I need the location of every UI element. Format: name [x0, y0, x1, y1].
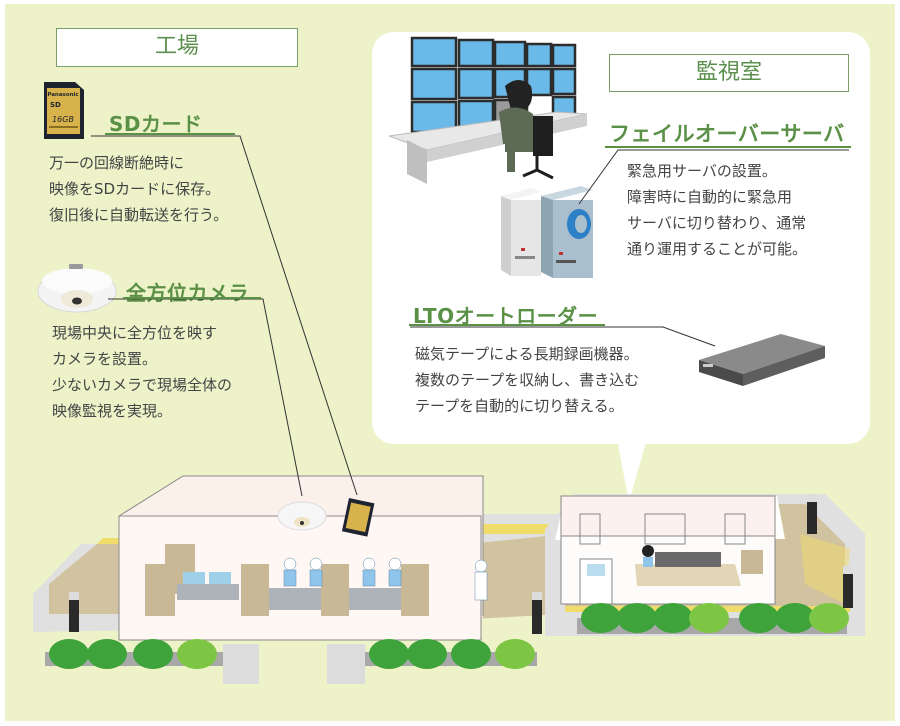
lto-leader-line — [410, 326, 716, 347]
shrub — [49, 639, 89, 669]
camera-description: 現場中央に全方位を映す カメラを設置。 少ないカメラで現場全体の 映像監視を実現… — [52, 320, 232, 424]
failover-server-description: 緊急用サーバの設置。 障害時に自動的に緊急用 サーバに切り替わり、通常 通り運用… — [627, 158, 807, 262]
factory-title: 工場 — [154, 34, 199, 59]
failover-desc-line: 緊急用サーバの設置。 — [627, 162, 777, 180]
shrub — [739, 603, 779, 633]
shrub — [581, 603, 621, 633]
failover-server-icon — [493, 174, 603, 280]
installed-sd-card-icon — [341, 497, 375, 537]
sd-desc-line: 万一の回線断絶時に — [49, 154, 185, 172]
shrub — [451, 639, 491, 669]
shrub — [809, 603, 849, 633]
installed-camera-icon — [277, 501, 327, 531]
camera-heading: 全方位カメラ — [126, 281, 249, 305]
camera-desc-line: 現場中央に全方位を映す — [52, 324, 218, 342]
sd-card-heading: SDカード — [109, 112, 203, 136]
sd-desc-line: 映像をSDカードに保存。 — [49, 180, 221, 198]
lto-desc-line: 磁気テープによる長期録画機器。 — [415, 345, 639, 363]
factory-building — [118, 475, 488, 641]
shrubs — [45, 603, 849, 684]
camera-desc-line: 映像監視を実現。 — [52, 402, 173, 420]
leader-lines — [91, 133, 851, 497]
failover-desc-line: 通り運用することが可能。 — [627, 240, 808, 258]
sd-capacity-label: 16GB — [52, 115, 74, 124]
shrub — [653, 603, 693, 633]
control-room-illustration — [387, 34, 602, 184]
facility-scene — [33, 133, 865, 684]
lto-desc-line: テープを自動的に切り替える。 — [415, 397, 624, 415]
sd-card-description: 万一の回線断絶時に 映像をSDカードに保存。 復旧後に自動転送を行う。 — [49, 150, 228, 228]
shrub — [133, 639, 173, 669]
office-operator — [642, 545, 654, 557]
factory-title-box: 工場 — [56, 28, 298, 67]
diagram-canvas: 工場 Panasonic SD 16GB SDカード 万一の回線断絶時に 映像を… — [5, 4, 895, 721]
shrub — [617, 603, 657, 633]
camera-desc-line: 少ないカメラで現場全体の — [52, 376, 233, 394]
shrub — [689, 603, 729, 633]
operator-figure — [499, 80, 554, 180]
monitoring-office-building — [555, 495, 785, 605]
shrub — [369, 639, 409, 669]
factory-workers — [283, 557, 488, 601]
sd-card-icon: Panasonic SD 16GB — [41, 81, 85, 141]
shrub — [775, 603, 815, 633]
svg-text:SD: SD — [50, 101, 61, 109]
sd-card-leader-line — [91, 135, 358, 496]
failover-server-heading: フェイルオーバーサーバ — [609, 122, 845, 146]
shrub — [495, 639, 535, 669]
monitor-wall — [410, 36, 577, 135]
sd-brand-label: Panasonic — [47, 92, 78, 98]
camera-leader-line — [108, 298, 303, 497]
omnidirectional-camera-icon — [36, 261, 118, 313]
lto-desc-line: 複数のテープを収納し、書き込む — [415, 371, 640, 389]
lto-autoloader-icon — [697, 330, 827, 390]
sd-desc-line: 復旧後に自動転送を行う。 — [49, 206, 229, 224]
monitoring-room-title-box: 監視室 — [609, 54, 849, 92]
failover-desc-line: サーバに切り替わり、通常 — [627, 214, 807, 232]
lto-autoloader-description: 磁気テープによる長期録画機器。 複数のテープを収納し、書き込む テープを自動的に… — [415, 341, 639, 419]
shrub — [407, 639, 447, 669]
shrub — [177, 639, 217, 669]
pole-lights — [69, 494, 853, 634]
bubble-tail — [617, 439, 647, 502]
failover-leader-line — [578, 149, 849, 205]
monitoring-room-callout — [372, 32, 870, 444]
failover-desc-line: 障害時に自動的に緊急用 — [627, 188, 793, 206]
monitoring-room-title: 監視室 — [695, 60, 762, 85]
shrub — [87, 639, 127, 669]
camera-desc-line: カメラを設置。 — [52, 350, 158, 368]
